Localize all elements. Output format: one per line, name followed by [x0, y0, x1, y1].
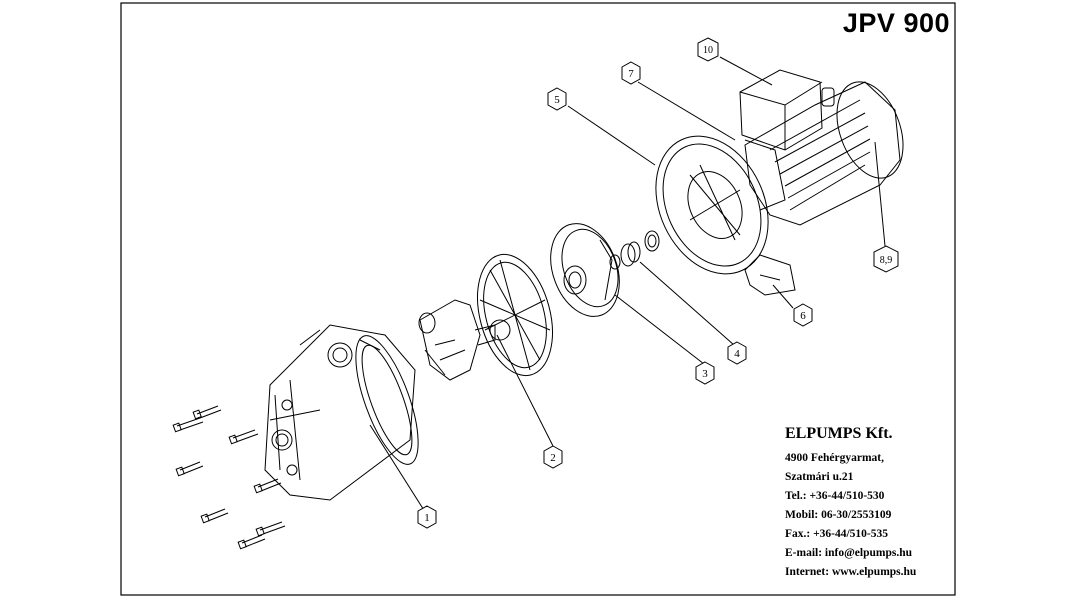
leader-lines	[369, 56, 886, 516]
callout-label: 5	[554, 94, 560, 106]
company-fax: Fax.: +36-44/510-535	[785, 528, 889, 540]
callout-label: 6	[800, 310, 806, 322]
electric-motor-part	[744, 81, 904, 226]
callout-label: 7	[628, 68, 634, 80]
company-address-line1: 4900 Fehérgyarmat,	[785, 452, 884, 464]
callout-10: 10	[697, 37, 719, 62]
callout-8-9: 8,9	[873, 245, 899, 273]
company-mobil: Mobil: 06-30/2553109	[785, 509, 892, 521]
callout-1: 1	[417, 505, 437, 529]
diffuser-part	[477, 253, 553, 377]
callout-2: 2	[543, 445, 563, 469]
callout-label: 10	[703, 45, 713, 56]
callout-3: 3	[695, 361, 715, 385]
company-name: ELPUMPS Kft.	[785, 425, 893, 442]
pump-housing-part	[264, 324, 419, 501]
venturi-part	[418, 299, 496, 381]
callout-6: 6	[793, 303, 813, 327]
company-info-block: ELPUMPS Kft. 4900 Fehérgyarmat, Szatmári…	[785, 425, 960, 582]
housing-bolts	[172, 405, 286, 550]
model-title: JPV 900	[842, 8, 950, 38]
mechanical-seal-part	[609, 230, 660, 270]
company-internet: Internet: www.elpumps.hu	[785, 566, 917, 578]
callout-label: 2	[550, 452, 556, 464]
callout-label: 4	[734, 348, 740, 360]
impeller-part	[550, 223, 620, 317]
drawing-frame	[120, 2, 956, 596]
callout-5: 5	[547, 87, 567, 111]
company-tel: Tel.: +36-44/510-530	[785, 490, 885, 502]
motor-flange-part	[655, 135, 796, 296]
callout-label: 3	[702, 368, 708, 380]
callout-4: 4	[727, 341, 747, 365]
callout-label: 1	[424, 512, 430, 524]
terminal-box-part	[739, 69, 835, 151]
company-email: E-mail: info@elpumps.hu	[785, 547, 912, 559]
callout-label: 8,9	[880, 255, 893, 266]
callout-7: 7	[621, 61, 641, 85]
company-address-line2: Szatmári u.21	[785, 471, 854, 483]
